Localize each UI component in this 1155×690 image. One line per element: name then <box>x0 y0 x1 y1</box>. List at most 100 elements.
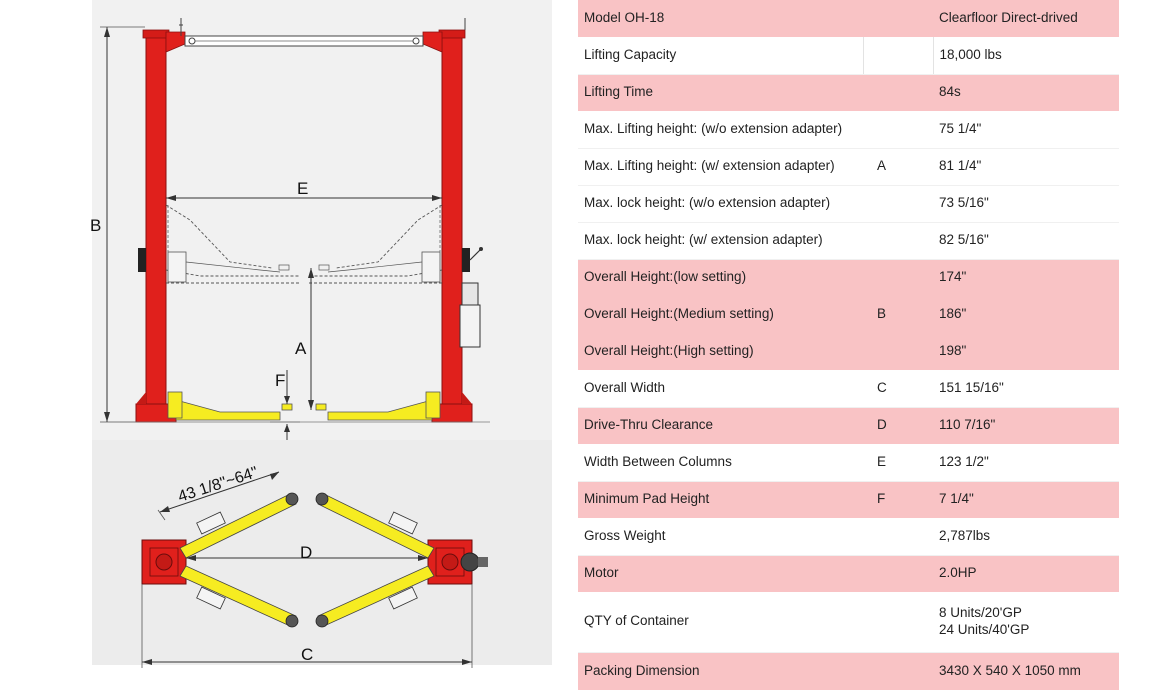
spec-row-capacity: Lifting Capacity 18,000 lbs <box>578 37 1119 75</box>
spec-value: 84s <box>933 74 1119 111</box>
spec-dim <box>863 0 933 37</box>
arm-range-line <box>159 471 280 513</box>
right-rear-arm <box>317 565 435 627</box>
spec-dim <box>863 259 933 296</box>
spec-param: Max. lock height: (w/ extension adapter) <box>578 222 863 260</box>
left-carriage <box>167 251 187 283</box>
spec-row-lifting-time: Lifting Time 84s <box>578 74 1119 111</box>
spec-row-model: Model OH-18 Clearfloor Direct-drived <box>578 0 1119 37</box>
spec-row-height-low: Overall Height:(low setting) 174" <box>578 259 1119 296</box>
spec-dim <box>863 652 933 690</box>
left-lift-pad <box>281 403 293 411</box>
spec-value: 110 7/16" <box>933 407 1119 444</box>
spec-param: Lifting Capacity <box>578 37 863 75</box>
right-lift-pad <box>315 403 327 411</box>
spec-value: 2,787lbs <box>933 518 1119 556</box>
spec-row-drive-thru: Drive-Thru Clearance D 110 7/16" <box>578 407 1119 444</box>
spec-value: 81 1/4" <box>933 148 1119 186</box>
spec-dim <box>863 518 933 556</box>
spec-param: Max. Lifting height: (w/ extension adapt… <box>578 148 863 186</box>
spec-param: Motor <box>578 555 863 592</box>
dim-b-label: B <box>90 216 101 235</box>
spec-param: Model OH-18 <box>578 0 863 37</box>
spec-row-height-high: Overall Height:(High setting) 198" <box>578 333 1119 370</box>
pad-lr <box>285 614 299 628</box>
spec-param: Minimum Pad Height <box>578 481 863 518</box>
spec-dim <box>863 111 933 149</box>
spec-param: Overall Width <box>578 370 863 408</box>
spec-param: Lifting Time <box>578 74 863 111</box>
spec-value: 18,000 lbs <box>933 37 1119 75</box>
lift-diagram: B E <box>90 0 552 668</box>
spec-value: Clearfloor Direct-drived <box>933 0 1119 37</box>
spec-row-width-between: Width Between Columns E 123 1/2" <box>578 444 1119 482</box>
spec-param: Max. Lifting height: (w/o extension adap… <box>578 111 863 149</box>
spec-dim: E <box>863 444 933 482</box>
motor <box>461 282 479 306</box>
spec-row-max-lift-w: Max. Lifting height: (w/ extension adapt… <box>578 148 1119 186</box>
spec-value: 174" <box>933 259 1119 296</box>
spec-param: QTY of Container <box>578 592 863 653</box>
motor-top <box>460 552 480 572</box>
spec-value: 123 1/2" <box>933 444 1119 482</box>
spec-param: Width Between Columns <box>578 444 863 482</box>
spec-param: Overall Height:(High setting) <box>578 333 863 370</box>
pad-rf <box>315 492 329 506</box>
spec-value: 82 5/16" <box>933 222 1119 260</box>
spec-row-max-lift-wo: Max. Lifting height: (w/o extension adap… <box>578 111 1119 149</box>
spec-value: 7 1/4" <box>933 481 1119 518</box>
spec-dim <box>862 37 934 75</box>
spec-param: Max. lock height: (w/o extension adapter… <box>578 185 863 223</box>
spec-row-max-lock-wo: Max. lock height: (w/o extension adapter… <box>578 185 1119 223</box>
spec-row-gross-weight: Gross Weight 2,787lbs <box>578 518 1119 556</box>
spec-value-multi: 8 Units/20'GP 24 Units/40'GP <box>933 592 1119 653</box>
spec-param: Overall Height:(low setting) <box>578 259 863 296</box>
spec-value: 73 5/16" <box>933 185 1119 223</box>
spec-dim <box>863 222 933 260</box>
spec-row-overall-width: Overall Width C 151 15/16" <box>578 370 1119 408</box>
right-bracket <box>462 248 470 272</box>
pad-rr <box>315 614 329 628</box>
left-column <box>145 31 167 405</box>
left-front-arm <box>179 493 297 559</box>
front-view: B E <box>90 18 490 440</box>
spec-value: 198" <box>933 333 1119 370</box>
spec-table: Model OH-18 Clearfloor Direct-drived Lif… <box>578 0 1119 690</box>
spec-param: Gross Weight <box>578 518 863 556</box>
dim-e-label: E <box>297 179 308 198</box>
right-carriage <box>421 251 441 283</box>
spec-value-2: 24 Units/40'GP <box>939 621 1030 637</box>
spec-param: Packing Dimension <box>578 652 863 690</box>
spec-param: Drive-Thru Clearance <box>578 407 863 444</box>
dim-d-label: D <box>300 543 312 562</box>
spec-param: Overall Height:(Medium setting) <box>578 296 863 333</box>
spec-value: 2.0HP <box>933 555 1119 592</box>
spec-dim <box>863 74 933 111</box>
spec-value: 75 1/4" <box>933 111 1119 149</box>
spec-dim: D <box>863 407 933 444</box>
spec-row-container: QTY of Container 8 Units/20'GP 24 Units/… <box>578 592 1119 653</box>
spec-row-packing: Packing Dimension 3430 X 540 X 1050 mm <box>578 652 1119 690</box>
spec-row-max-lock-w: Max. lock height: (w/ extension adapter)… <box>578 222 1119 260</box>
dim-c-label: C <box>301 645 313 664</box>
left-bracket <box>138 248 146 272</box>
dim-f-label: F <box>275 371 285 390</box>
spec-dim <box>863 555 933 592</box>
spec-dim: A <box>863 148 933 186</box>
pad-lf <box>285 492 299 506</box>
spec-dim <box>863 592 933 653</box>
left-rear-arm <box>179 565 297 627</box>
dim-a-label: A <box>295 339 307 358</box>
spec-value: 186" <box>933 296 1119 333</box>
hydraulic-pump <box>459 304 481 348</box>
spec-value: 8 Units/20'GP <box>939 604 1022 620</box>
right-column <box>441 31 463 405</box>
spec-dim: B <box>863 296 933 333</box>
spec-value: 3430 X 540 X 1050 mm <box>933 652 1119 690</box>
spec-value: 151 15/16" <box>933 370 1119 408</box>
spec-row-min-pad: Minimum Pad Height F 7 1/4" <box>578 481 1119 518</box>
spec-dim <box>863 333 933 370</box>
right-front-arm <box>317 493 435 559</box>
spec-row-motor: Motor 2.0HP <box>578 555 1119 592</box>
spec-dim <box>863 185 933 223</box>
